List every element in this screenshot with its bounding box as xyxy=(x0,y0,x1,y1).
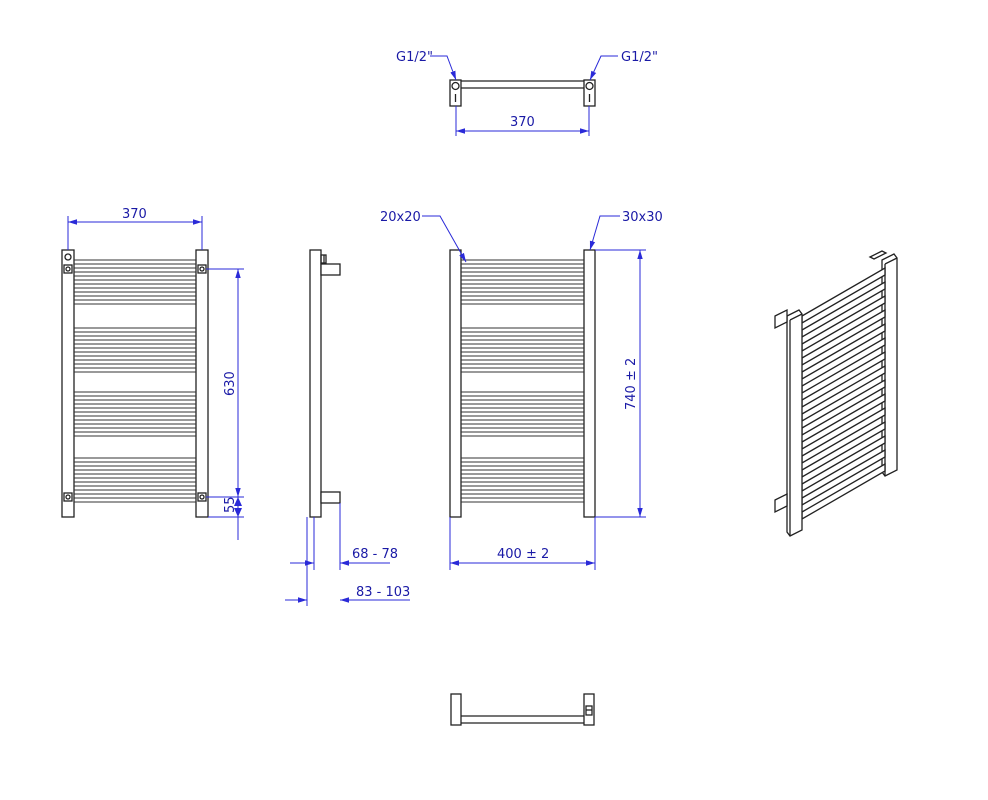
top-left-connection-label: G1/2" xyxy=(396,50,433,65)
depth-max-label: 83 - 103 xyxy=(356,585,410,600)
front-view: 370 630 55 xyxy=(61,207,244,540)
top-width-label: 370 xyxy=(510,115,535,130)
iso-rails xyxy=(801,266,886,521)
main-view: 20x20 30x30 740 ± 2 400 ± 2 xyxy=(380,210,663,570)
bottom-view xyxy=(450,693,595,726)
bottom-offset-label: 55 xyxy=(223,496,238,513)
side-view: 68 - 78 83 - 103 xyxy=(285,249,410,606)
isometric-view xyxy=(774,250,898,537)
front-rails xyxy=(74,259,196,503)
height-label: 740 ± 2 xyxy=(624,358,639,410)
main-rails xyxy=(461,259,584,503)
rail-size-label: 20x20 xyxy=(380,210,421,225)
front-width-label: 370 xyxy=(122,207,147,222)
width-label: 400 ± 2 xyxy=(497,547,549,562)
top-view: G1/2" G1/2" 370 xyxy=(396,50,658,136)
top-right-connection-label: G1/2" xyxy=(621,50,658,65)
post-size-label: 30x30 xyxy=(622,210,663,225)
depth-min-label: 68 - 78 xyxy=(352,547,398,562)
connection-distance-label: 630 xyxy=(223,371,238,396)
